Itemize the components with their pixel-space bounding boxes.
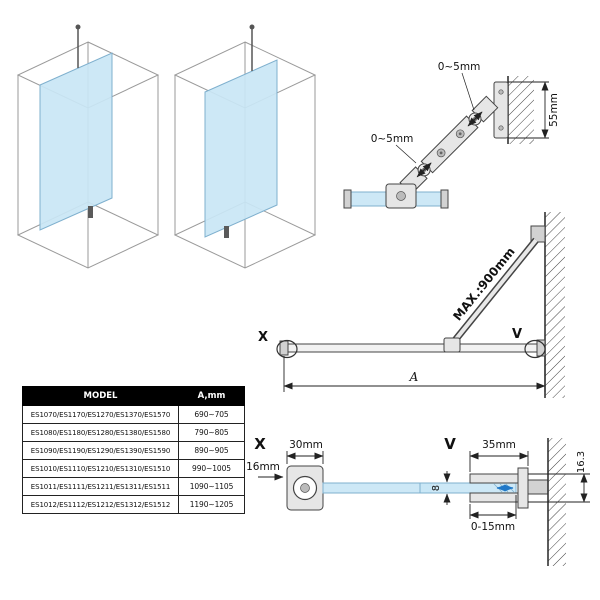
- dim-16-3: 16.3: [528, 451, 590, 503]
- detail-v-label: V: [444, 435, 456, 453]
- dim-16-3-label: 16.3: [576, 451, 587, 473]
- wall-profile-bottom-lip: [469, 492, 519, 503]
- model-cell: ES1070/ES1170/ES1270/ES1370/ES1570: [22, 405, 179, 424]
- bar-to-glass-clamp: [443, 337, 461, 353]
- end-cap: [279, 340, 289, 356]
- ceiling-mount-dot: [249, 24, 255, 30]
- floor-bracket: [88, 206, 93, 218]
- dim-16mm: 16mm: [246, 461, 284, 481]
- glass-top-edge: [283, 343, 546, 353]
- model-cell: ES1012/ES1112/ES1212/ES1312/ES1512: [22, 495, 179, 514]
- table-row: ES1080/ES1180/ES1280/ES1380/ES1580 790~8…: [22, 423, 245, 442]
- dim-a-label: A: [409, 370, 419, 384]
- model-cell: ES1090/ES1190/ES1290/ES1390/ES1590: [22, 441, 179, 460]
- dim-35mm: 35mm: [469, 439, 529, 472]
- glass-panel: [39, 52, 113, 231]
- floor-bracket: [224, 226, 229, 238]
- table-row: ES1011/ES1111/ES1211/ES1311/ES1511 1090~…: [22, 477, 245, 496]
- isometric-view-1: [16, 24, 160, 269]
- model-cell: ES1011/ES1111/ES1211/ES1311/ES1511: [22, 477, 179, 496]
- callout-v-circle: [524, 339, 546, 359]
- model-table: MODEL A,mm ES1070/ES1170/ES1270/ES1370/E…: [22, 386, 245, 514]
- dim-8: 8: [431, 471, 451, 505]
- dim-0-15mm: 0-15mm: [469, 495, 517, 533]
- glass-panel-section: [419, 482, 517, 494]
- dim-30mm-label: 30mm: [289, 439, 323, 451]
- model-cell: ES1010/ES1110/ES1210/ES1310/ES1510: [22, 459, 179, 478]
- dim-55mm-label: 55mm: [548, 93, 560, 127]
- detail-x: X 30mm 16mm: [246, 435, 432, 511]
- wall-hatch: [508, 76, 534, 144]
- dim-16mm-label: 16mm: [246, 461, 280, 473]
- callout-v-label: V: [512, 327, 522, 342]
- glass-panel: [204, 59, 278, 238]
- table-header-model: MODEL: [22, 386, 179, 406]
- wall-profile-top-lip: [469, 473, 519, 484]
- callout-x-circle: [276, 339, 298, 359]
- table-row: ES1010/ES1110/ES1210/ES1310/ES1510 990~1…: [22, 459, 245, 478]
- a-range-cell: 1090~1105: [178, 477, 245, 496]
- dim-35mm-label: 35mm: [482, 439, 516, 451]
- dim-0-5mm-bottom: 0~5mm: [371, 133, 432, 178]
- dim-8-label: 8: [431, 485, 442, 491]
- a-range-cell: 990~1005: [178, 459, 245, 478]
- glass-panel-section: [322, 482, 432, 494]
- detail-v: V 35mm 8 16.3: [419, 435, 590, 566]
- dim-0-5mm-top-label: 0~5mm: [438, 61, 481, 73]
- table-header-a: A,mm: [178, 386, 245, 406]
- isometric-view-2: [173, 24, 317, 269]
- table-row: ES1070/ES1170/ES1270/ES1370/ES1570 690~7…: [22, 405, 245, 424]
- a-range-cell: 790~805: [178, 423, 245, 442]
- dim-0-5mm-bottom-label: 0~5mm: [371, 133, 414, 145]
- table-row: ES1012/ES1112/ES1212/ES1312/ES1512 1190~…: [22, 495, 245, 514]
- max-900mm-label: MAX.:900mm: [450, 245, 517, 324]
- a-range-cell: 890~905: [178, 441, 245, 460]
- dim-a: A: [283, 356, 546, 392]
- dim-0-5mm-top: 0~5mm: [438, 61, 483, 127]
- wall-bracket-detail: 0~5mm 0~5mm 55mm: [343, 61, 560, 209]
- dim-0-15mm-label: 0-15mm: [471, 521, 515, 533]
- callout-x-label: X: [258, 330, 268, 345]
- model-cell: ES1080/ES1180/ES1280/ES1380/ES1580: [22, 423, 179, 442]
- detail-x-label: X: [254, 435, 266, 453]
- dim-30mm: 30mm: [286, 439, 324, 464]
- wall-profile-back: [517, 467, 529, 509]
- a-range-cell: 1190~1205: [178, 495, 245, 514]
- wall-hatch: [545, 212, 565, 398]
- dim-55mm: 55mm: [508, 81, 560, 139]
- wall-connector: [527, 479, 549, 495]
- ceiling-mount-dot: [75, 24, 81, 30]
- table-row: ES1090/ES1190/ES1290/ES1390/ES1590 890~9…: [22, 441, 245, 460]
- a-range-cell: 690~705: [178, 405, 245, 424]
